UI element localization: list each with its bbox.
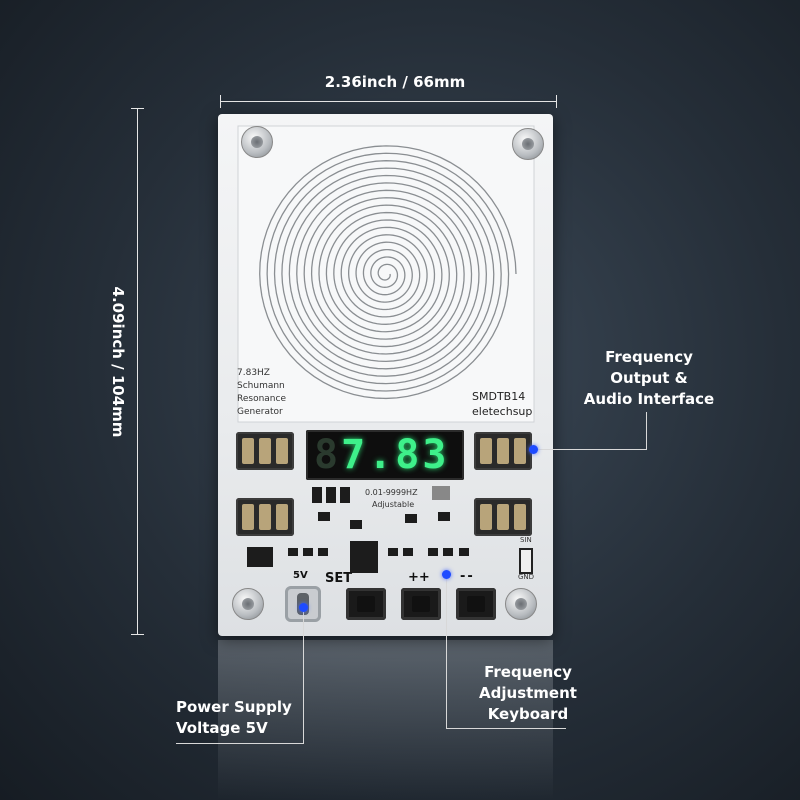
- board-title-line: Schumann: [237, 381, 285, 391]
- component: [443, 548, 453, 556]
- frequency-display: 87.83: [306, 430, 464, 480]
- leader-line: [446, 577, 447, 729]
- component: [340, 487, 350, 503]
- screw-top-left-icon: [241, 126, 273, 158]
- range-label: 0.01-9999HZ: [365, 488, 418, 497]
- audio-jack-left-top[interactable]: [236, 432, 294, 470]
- usb-voltage-label: 5V: [293, 570, 308, 581]
- component: [519, 548, 533, 574]
- component: [438, 512, 450, 521]
- board-title-line: 7.83HZ: [237, 368, 270, 378]
- leader-line: [646, 412, 647, 450]
- component: [318, 548, 328, 556]
- callout-line: Audio Interface: [583, 390, 715, 408]
- width-dimension-tick-right: [556, 95, 557, 108]
- increase-button[interactable]: [401, 588, 441, 620]
- screw-bottom-left-icon: [232, 588, 264, 620]
- component: [350, 541, 378, 573]
- callout-dot-icon: [529, 445, 538, 454]
- callout-power-supply: Power Supply Voltage 5V: [176, 697, 292, 739]
- callout-line: Adjustment: [479, 684, 577, 702]
- callout-line: Keyboard: [487, 705, 569, 723]
- display-digits: 87.83: [314, 432, 449, 478]
- callout-line: Voltage 5V: [176, 719, 268, 737]
- board-model-line: eletechsup: [472, 405, 533, 418]
- plus-label: ++: [408, 570, 430, 585]
- audio-jack-left-bottom[interactable]: [236, 498, 294, 536]
- component: [403, 548, 413, 556]
- audio-jack-right-top[interactable]: [474, 432, 532, 470]
- callout-line: Frequency: [484, 663, 572, 681]
- component: [288, 548, 298, 556]
- board-model-line: SMDTB14: [472, 390, 526, 403]
- height-dimension-line: [137, 108, 138, 635]
- spiral-coil: [237, 125, 535, 423]
- callout-dot-icon: [442, 570, 451, 579]
- set-button[interactable]: [346, 588, 386, 620]
- board-title-line: Generator: [237, 407, 283, 417]
- board-reflection: [218, 640, 553, 800]
- component: [318, 512, 330, 521]
- leader-line: [176, 743, 304, 744]
- gnd-label: GND: [518, 573, 535, 581]
- component: [312, 487, 322, 503]
- component: [388, 548, 398, 556]
- leader-line: [303, 608, 304, 744]
- component: [428, 548, 438, 556]
- set-label: SET: [325, 571, 353, 586]
- callout-frequency-adjustment: Frequency Adjustment Keyboard: [470, 662, 586, 725]
- component: [432, 486, 450, 500]
- board-title-line: Resonance: [237, 394, 286, 404]
- width-dimension-tick-left: [220, 95, 221, 108]
- screw-bottom-right-icon: [505, 588, 537, 620]
- screw-top-right-icon: [512, 128, 544, 160]
- display-value: 7.83: [341, 432, 450, 478]
- audio-jack-right-bottom[interactable]: [474, 498, 532, 536]
- height-dimension-tick-top: [131, 108, 144, 109]
- width-dimension-line: [220, 101, 557, 102]
- component: [459, 548, 469, 556]
- callout-frequency-output: Frequency Output & Audio Interface: [576, 347, 722, 410]
- board-title: 7.83HZ Schumann Resonance Generator: [237, 367, 286, 419]
- component: [303, 548, 313, 556]
- component: [405, 514, 417, 523]
- callout-dot-icon: [299, 603, 308, 612]
- leader-line: [536, 449, 647, 450]
- adjustable-label: Adjustable: [372, 500, 415, 509]
- component: [326, 487, 336, 503]
- decrease-button[interactable]: [456, 588, 496, 620]
- width-dimension-label: 2.36inch / 66mm: [324, 73, 466, 91]
- height-dimension-tick-bottom: [131, 634, 144, 635]
- minus-label: --: [460, 569, 475, 584]
- leader-line: [446, 728, 566, 729]
- callout-line: Output &: [610, 369, 688, 387]
- display-off-digit: 8: [314, 432, 342, 478]
- sin-label: SIN: [520, 536, 532, 544]
- component: [247, 547, 273, 567]
- callout-line: Power Supply: [176, 698, 292, 716]
- callout-line: Frequency: [605, 348, 693, 366]
- component: [350, 520, 362, 529]
- height-dimension-label: 4.09inch / 104mm: [109, 286, 127, 438]
- board-model: SMDTB14 eletechsup: [472, 389, 532, 419]
